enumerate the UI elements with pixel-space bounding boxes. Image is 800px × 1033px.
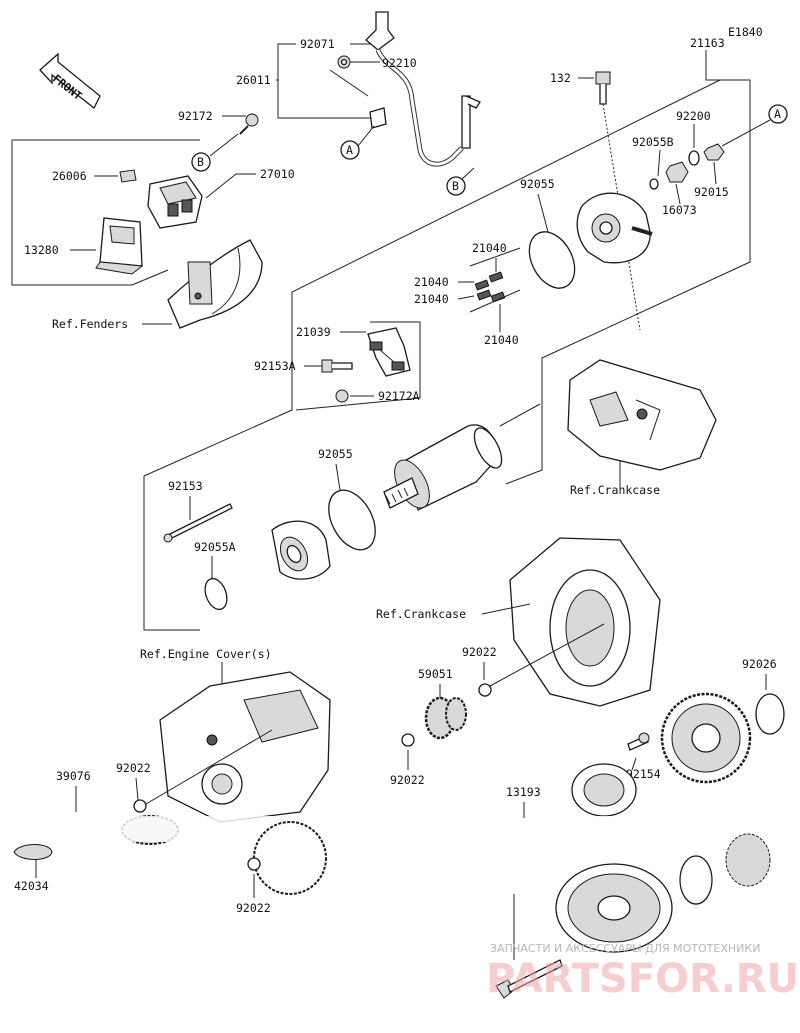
label-92153: 92153: [168, 479, 203, 493]
label-16073: 16073: [662, 203, 697, 217]
end-cover: [576, 192, 653, 264]
label-92154: 92154: [626, 767, 661, 781]
front-cover: [271, 520, 331, 580]
crankcase-upper: [567, 359, 717, 471]
washer-92200: [688, 150, 700, 166]
label-92015: 92015: [694, 185, 729, 199]
label-92172: 92172: [178, 109, 213, 123]
label-21040-c: 21040: [414, 292, 449, 306]
callout-b-letter-lower: B: [452, 179, 459, 193]
drive-gear: [253, 821, 327, 895]
brush-a: [488, 271, 504, 283]
label-92022-d: 92022: [236, 901, 271, 915]
oring-92055B: [649, 178, 659, 190]
idle-gear-59051: [424, 696, 467, 740]
label-26006: 26006: [52, 169, 87, 183]
callout-b-letter-upper: B: [197, 155, 204, 169]
label-92022-a: 92022: [462, 645, 497, 659]
washer-92022-d: [247, 857, 261, 871]
crankcase-lower: [509, 537, 661, 707]
brush-c: [476, 289, 492, 301]
ref-crankcase-2: Ref.Crankcase: [376, 607, 466, 621]
watermark-line1: ЗАПЧАСТИ И АКСЕССУАРЫ ДЛЯ МОТОТЕХНИКИ: [490, 942, 760, 955]
brush-b: [474, 279, 490, 291]
label-13280: 13280: [24, 243, 59, 257]
screw-92153A: [321, 359, 353, 373]
label-92022-c: 92022: [116, 761, 151, 775]
bolt-132: [595, 71, 641, 331]
flywheel-rotor: [555, 863, 673, 953]
label-92026: 92026: [742, 657, 777, 671]
label-21040-d: 21040: [484, 333, 519, 347]
screw-92172A: [335, 389, 349, 403]
label-21039: 21039: [296, 325, 331, 339]
starter-motor-yoke: [383, 424, 503, 511]
gear-42034: [13, 844, 53, 860]
seal-92026: [755, 693, 785, 735]
engine-cover: [159, 671, 331, 823]
callout-a-letter: A: [346, 143, 353, 157]
fender-portion: [167, 239, 263, 329]
bearing-rotor: [725, 833, 771, 887]
washer-92022-b: [401, 733, 415, 747]
label-92153A: 92153A: [254, 359, 296, 373]
ref-engine-cover: Ref.Engine Cover(s): [140, 647, 272, 661]
callout-b-circle-lower: [446, 176, 466, 196]
callout-b-circle-upper: [191, 152, 211, 172]
label-92055A: 92055A: [194, 540, 236, 554]
brush-holder-21039: [367, 327, 411, 377]
label-92055-mid: 92055: [318, 447, 353, 461]
diagram-code: E1840: [728, 25, 763, 39]
label-13193: 13193: [506, 785, 541, 799]
rotor-bolt: [495, 959, 563, 999]
bolt-92154: [627, 732, 650, 751]
oring-92055-top: [528, 231, 576, 289]
watermark-line2: PARTSFOR.RU: [486, 956, 799, 1002]
label-21040-a: 21040: [472, 241, 507, 255]
callout-a-letter-right: A: [774, 107, 781, 121]
ref-crankcase-1: Ref.Crankcase: [570, 483, 660, 497]
nut-92015: [703, 143, 725, 161]
label-92055-top: 92055: [520, 177, 555, 191]
label-21040-b: 21040: [414, 275, 449, 289]
label-92172A: 92172A: [378, 389, 420, 403]
label-21163: 21163: [690, 36, 725, 50]
washer-rotor: [679, 855, 713, 905]
cable-assembly: [337, 11, 481, 167]
callout-a-circle: [340, 140, 360, 160]
oring-92055A: [204, 577, 228, 611]
label-42034: 42034: [14, 879, 49, 893]
label-39076: 39076: [56, 769, 91, 783]
front-arrow-icon: FRONT: [39, 52, 101, 110]
label-92055B: 92055B: [632, 135, 674, 149]
label-132: 132: [550, 71, 571, 85]
nut-16073: [665, 161, 689, 183]
ref-fenders: Ref.Fenders: [52, 317, 128, 331]
label-92200: 92200: [676, 109, 711, 123]
washer-92022-c: [133, 799, 147, 813]
label-27010: 27010: [260, 167, 295, 181]
label-92071: 92071: [300, 37, 335, 51]
brush-d: [490, 291, 506, 303]
label-26011: 26011: [236, 73, 271, 87]
relay-27010: [147, 175, 203, 229]
label-92022-b: 92022: [390, 773, 425, 787]
label-59051: 59051: [418, 667, 453, 681]
fuse-26006: [119, 169, 137, 183]
cover-13280: [95, 217, 144, 275]
bolt-92153: [163, 503, 233, 543]
one-way-clutch: [571, 763, 637, 817]
starter-clutch-gear: [660, 692, 752, 784]
screw-92172: [239, 113, 259, 135]
washer-92022-a: [478, 683, 492, 697]
oring-92055-mid: [328, 489, 376, 551]
label-92210: 92210: [382, 56, 417, 70]
callout-a-circle-right: [768, 104, 788, 124]
